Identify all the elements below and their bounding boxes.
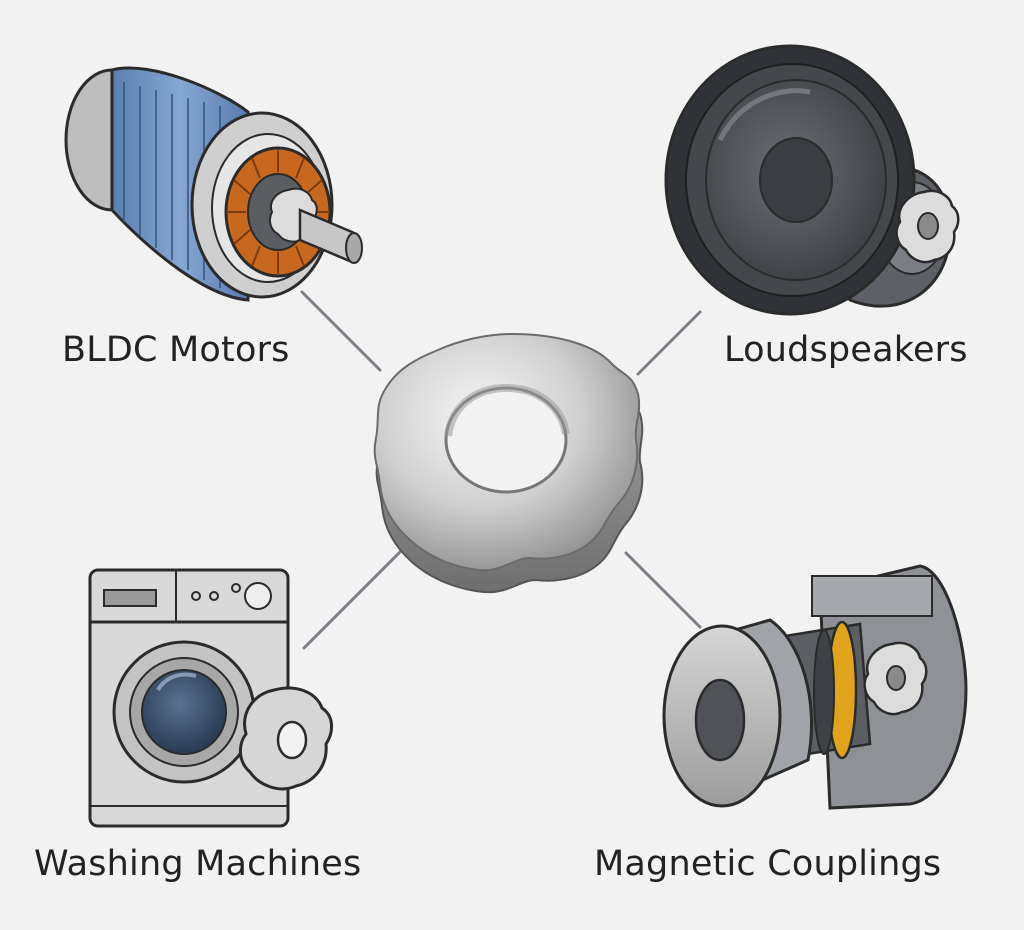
- connector-couplings: [624, 551, 702, 629]
- label-bldc-motors: BLDC Motors: [62, 330, 290, 370]
- loudspeaker-icon: [664, 44, 960, 316]
- connector-speakers: [636, 310, 702, 376]
- bldc-motor-icon: [64, 66, 363, 302]
- washing-machine-icon: [88, 568, 333, 828]
- label-magnetic-couplings: Magnetic Couplings: [594, 844, 942, 884]
- central-magnet-icon: [373, 332, 644, 594]
- label-loudspeakers: Loudspeakers: [724, 330, 968, 370]
- connector-lines: [300, 290, 702, 650]
- connector-bldc: [300, 290, 382, 372]
- connector-washing: [302, 550, 402, 650]
- magnetic-coupling-icon: [662, 564, 968, 810]
- label-washing-machines: Washing Machines: [34, 844, 362, 884]
